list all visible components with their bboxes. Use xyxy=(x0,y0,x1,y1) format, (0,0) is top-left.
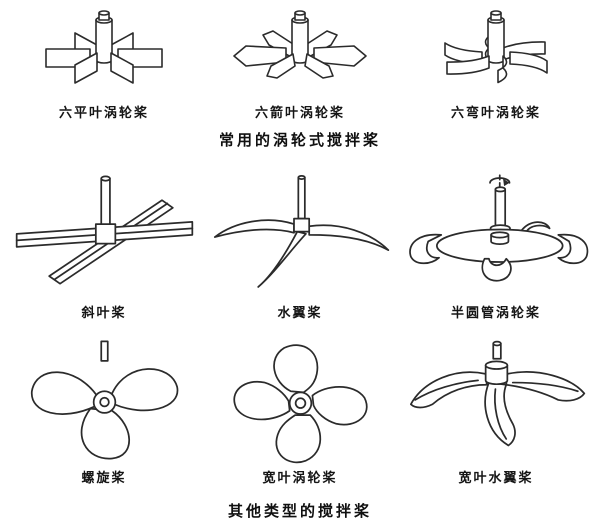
six-arrow-blade-turbine-icon xyxy=(233,10,367,79)
shaft xyxy=(99,340,109,362)
figure-six-curved-blade-turbine: 六弯叶涡轮桨 xyxy=(398,8,594,121)
turbine-section-caption: 常用的涡轮式搅拌桨 xyxy=(218,131,381,149)
other-section-caption: 其他类型的搅拌桨 xyxy=(227,502,372,520)
figure-six-arrow-blade-turbine: 六箭叶涡轮桨 xyxy=(202,8,398,121)
hub xyxy=(95,10,113,64)
propeller-icon xyxy=(30,340,178,460)
figure-six-flat-blade-turbine: 六平叶涡轮桨 xyxy=(6,8,202,121)
disc xyxy=(435,228,564,263)
impeller-label: 六箭叶涡轮桨 xyxy=(254,106,345,121)
six-curved-blade-turbine-icon xyxy=(444,10,548,84)
hydrofoil-impeller-icon xyxy=(213,174,389,288)
blades xyxy=(409,371,585,447)
figure-wide-blade-hydrofoil: 宽叶水翼桨 xyxy=(398,337,594,486)
blades xyxy=(30,368,178,460)
other-row-1: 斜叶桨 水翼桨 xyxy=(0,172,600,321)
six-flat-blade-turbine-icon xyxy=(45,10,163,84)
other-row-2: 螺旋桨 宽叶涡轮桨 xyxy=(0,337,600,486)
figure-wide-blade-turbine: 宽叶涡轮桨 xyxy=(202,337,398,486)
shaft xyxy=(489,186,511,233)
blades-front xyxy=(446,55,508,84)
shaft xyxy=(296,174,306,220)
pitched-blade-paddle-icon xyxy=(15,175,193,285)
impeller-label: 水翼桨 xyxy=(277,306,323,321)
hub xyxy=(292,217,310,233)
hub xyxy=(484,360,508,386)
impeller-label: 斜叶桨 xyxy=(81,306,127,321)
hub xyxy=(291,10,309,64)
blades-back xyxy=(520,221,550,234)
half-pipe-turbine-icon xyxy=(408,174,588,282)
blades-front xyxy=(408,233,588,282)
impeller-label: 半圆管涡轮桨 xyxy=(450,306,541,321)
hub xyxy=(288,391,312,415)
impeller-label: 螺旋桨 xyxy=(81,471,127,486)
impeller-label: 六弯叶涡轮桨 xyxy=(450,106,541,121)
wide-blade-turbine-icon xyxy=(233,344,367,464)
turbine-row: 六平叶涡轮桨 xyxy=(0,8,600,121)
blades xyxy=(213,219,389,288)
impeller-label: 六平叶涡轮桨 xyxy=(58,106,149,121)
impeller-label: 宽叶涡轮桨 xyxy=(262,471,338,486)
blades xyxy=(233,344,367,464)
blades-front xyxy=(74,52,134,84)
impeller-label: 宽叶水翼桨 xyxy=(458,471,534,486)
shaft xyxy=(491,340,502,360)
figure-pitched-blade-paddle: 斜叶桨 xyxy=(6,172,202,321)
hub xyxy=(92,390,116,414)
wide-blade-hydrofoil-icon xyxy=(409,340,585,447)
figure-hydrofoil-impeller: 水翼桨 xyxy=(202,172,398,321)
hub xyxy=(487,10,505,64)
figure-half-pipe-turbine: 半圆管涡轮桨 xyxy=(398,172,594,321)
shaft xyxy=(94,175,116,245)
figure-propeller: 螺旋桨 xyxy=(6,337,202,486)
blades-front xyxy=(266,53,334,79)
